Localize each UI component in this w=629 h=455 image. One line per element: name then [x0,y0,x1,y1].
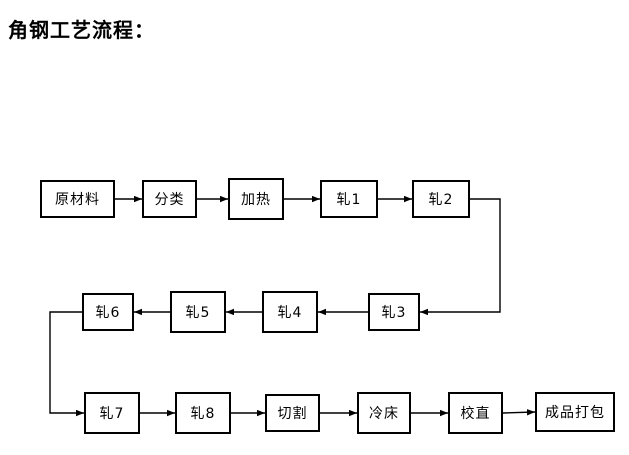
process-node-label: 轧2 [428,192,454,208]
process-node-n1[interactable]: 原材料 [40,180,115,218]
process-node-label: 轧6 [95,305,121,321]
process-node-label: 原材料 [55,192,100,208]
process-node-label: 轧1 [336,192,362,208]
process-node-n3[interactable]: 加热 [228,178,284,220]
process-node-label: 切割 [277,406,308,422]
process-node-n2[interactable]: 分类 [142,180,197,218]
process-node-n15[interactable]: 成品打包 [535,392,615,432]
process-node-label: 轧4 [277,305,303,321]
process-node-label: 轧7 [99,406,125,422]
process-node-n5[interactable]: 轧2 [412,180,470,218]
process-node-label: 校直 [460,406,491,422]
process-node-n8[interactable]: 轧5 [170,291,226,333]
process-node-n7[interactable]: 轧4 [262,291,318,333]
connector-n14-to-n15 [502,409,536,416]
process-node-label: 分类 [154,192,185,208]
process-node-n12[interactable]: 切割 [265,394,320,432]
process-node-label: 成品打包 [545,405,605,421]
process-node-n9[interactable]: 轧6 [82,293,134,331]
connector-n5-to-n6 [420,198,501,316]
process-node-n10[interactable]: 轧7 [84,392,140,434]
process-node-n6[interactable]: 轧3 [368,293,420,331]
process-node-n4[interactable]: 轧1 [320,180,378,218]
process-node-n13[interactable]: 冷床 [357,392,411,434]
page-title: 角钢工艺流程： [8,18,155,42]
process-node-n14[interactable]: 校直 [448,392,503,434]
process-node-label: 加热 [241,192,271,208]
process-node-label: 冷床 [369,406,399,422]
process-node-label: 轧3 [381,305,407,321]
process-node-n11[interactable]: 轧8 [175,392,231,434]
process-node-label: 轧5 [185,305,211,321]
process-node-label: 轧8 [190,406,216,422]
connector-n9-to-n10 [49,311,84,417]
